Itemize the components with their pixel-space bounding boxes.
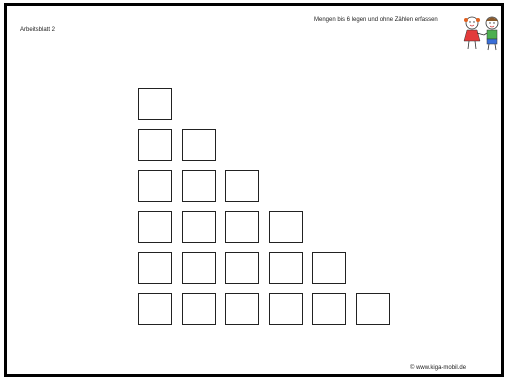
empty-box [138,170,172,202]
empty-box [269,252,303,284]
empty-box [269,211,303,243]
children-illustration-icon [458,14,504,54]
empty-box [312,252,346,284]
empty-box [182,129,216,161]
empty-box [138,293,172,325]
empty-box [138,252,172,284]
empty-box [356,293,390,325]
copyright-footer: © www.kiga-mobil.de [410,365,466,371]
empty-box [182,170,216,202]
empty-box [269,293,303,325]
empty-box [182,293,216,325]
empty-box [312,293,346,325]
empty-box [182,252,216,284]
sheet-label: Arbeitsblatt 2 [20,27,55,33]
empty-box [225,293,259,325]
empty-box [138,211,172,243]
empty-box [225,211,259,243]
task-title: Mengen bis 6 legen und ohne Zählen erfas… [314,17,438,23]
empty-box [138,88,172,120]
empty-box [225,252,259,284]
empty-box [182,211,216,243]
empty-box [138,129,172,161]
empty-box [225,170,259,202]
